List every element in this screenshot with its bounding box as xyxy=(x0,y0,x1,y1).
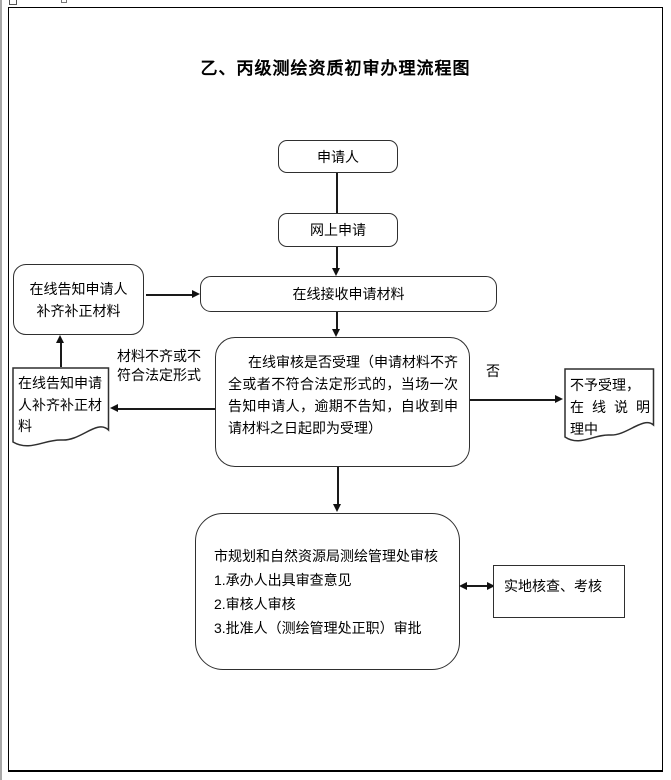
node-review-acceptance-text: 在线审核是否受理（申请材料不齐全或者不符合法定形式的，当场一次告知申请人，逾期不… xyxy=(228,354,458,436)
bureau-review-step2: 2.审核人审核 xyxy=(214,596,296,612)
doc-notify-supplement-text: 在线告知申请人补齐补正材料 xyxy=(18,375,102,434)
doc-reject-line3: 理中 xyxy=(570,421,598,437)
top-edge-artifact xyxy=(9,0,17,5)
arrowhead-down-icon xyxy=(333,504,341,512)
arrow-online-to-receive xyxy=(336,247,338,269)
arrowhead-right-icon xyxy=(555,395,563,403)
arrow-receive-to-review xyxy=(336,312,338,330)
page-border xyxy=(8,7,663,772)
node-receive-materials-label: 在线接收申请材料 xyxy=(292,286,405,302)
edge-label-no: 否 xyxy=(486,363,500,379)
arrow-review-to-bureau xyxy=(337,467,339,504)
node-applicant: 申请人 xyxy=(278,140,398,173)
arrowhead-left-icon xyxy=(459,582,467,590)
flowchart-title: 乙、丙级测绘资质初审办理流程图 xyxy=(200,59,471,78)
edge-label-incomplete-materials: 材料不齐或不符合法定形式 xyxy=(117,348,201,383)
node-notify-supplement-line2: 补齐补正材料 xyxy=(36,303,121,319)
node-notify-supplement: 在线告知申请人 补齐补正材料 xyxy=(13,264,144,335)
node-bureau-review: 市规划和自然资源局测绘管理处审核 1.承办人出具审查意见 2.审核人审核 3.批… xyxy=(195,513,460,670)
doc-reject-line2: 在线说明 xyxy=(570,399,650,415)
doc-reject-line1: 不予受理， xyxy=(570,377,640,393)
arrow-doc-to-notify xyxy=(60,342,62,367)
arrow-review-to-notify-doc xyxy=(118,408,215,410)
arrowhead-right-icon xyxy=(487,582,495,590)
bureau-review-step3: 3.批准人（测绘管理处正职）审批 xyxy=(214,620,422,636)
node-receive-materials: 在线接收申请材料 xyxy=(200,276,497,312)
arrow-notify-to-receive xyxy=(146,294,192,296)
node-online-apply-label: 网上申请 xyxy=(310,222,366,238)
node-online-apply: 网上申请 xyxy=(278,213,398,247)
node-applicant-label: 申请人 xyxy=(317,148,359,165)
connector-applicant-to-online xyxy=(336,173,338,213)
document-shape-reject xyxy=(564,368,655,442)
node-field-inspection-label: 实地核查、考核 xyxy=(504,578,602,594)
left-edge-strip xyxy=(0,0,2,780)
node-notify-supplement-line1: 在线告知申请人 xyxy=(29,281,128,297)
arrowhead-left-icon xyxy=(110,404,118,412)
document-shape-notify xyxy=(12,367,110,447)
arrowhead-up-icon xyxy=(56,335,64,343)
node-review-acceptance: 在线审核是否受理（申请材料不齐全或者不符合法定形式的，当场一次告知申请人，逾期不… xyxy=(215,337,470,467)
bureau-review-step1: 1.承办人出具审查意见 xyxy=(214,572,352,588)
doc-reject-text: 不予受理， 在线说明 理中 xyxy=(570,374,650,440)
top-edge-artifact xyxy=(61,0,67,3)
bureau-review-heading: 市规划和自然资源局测绘管理处审核 xyxy=(214,548,438,564)
arrow-review-to-reject-doc xyxy=(470,399,555,401)
double-arrow-bureau-field xyxy=(466,585,488,587)
arrowhead-down-icon xyxy=(332,268,340,276)
arrowhead-right-icon xyxy=(192,290,200,298)
node-field-inspection: 实地核查、考核 xyxy=(493,565,625,618)
arrowhead-down-icon xyxy=(332,329,340,337)
